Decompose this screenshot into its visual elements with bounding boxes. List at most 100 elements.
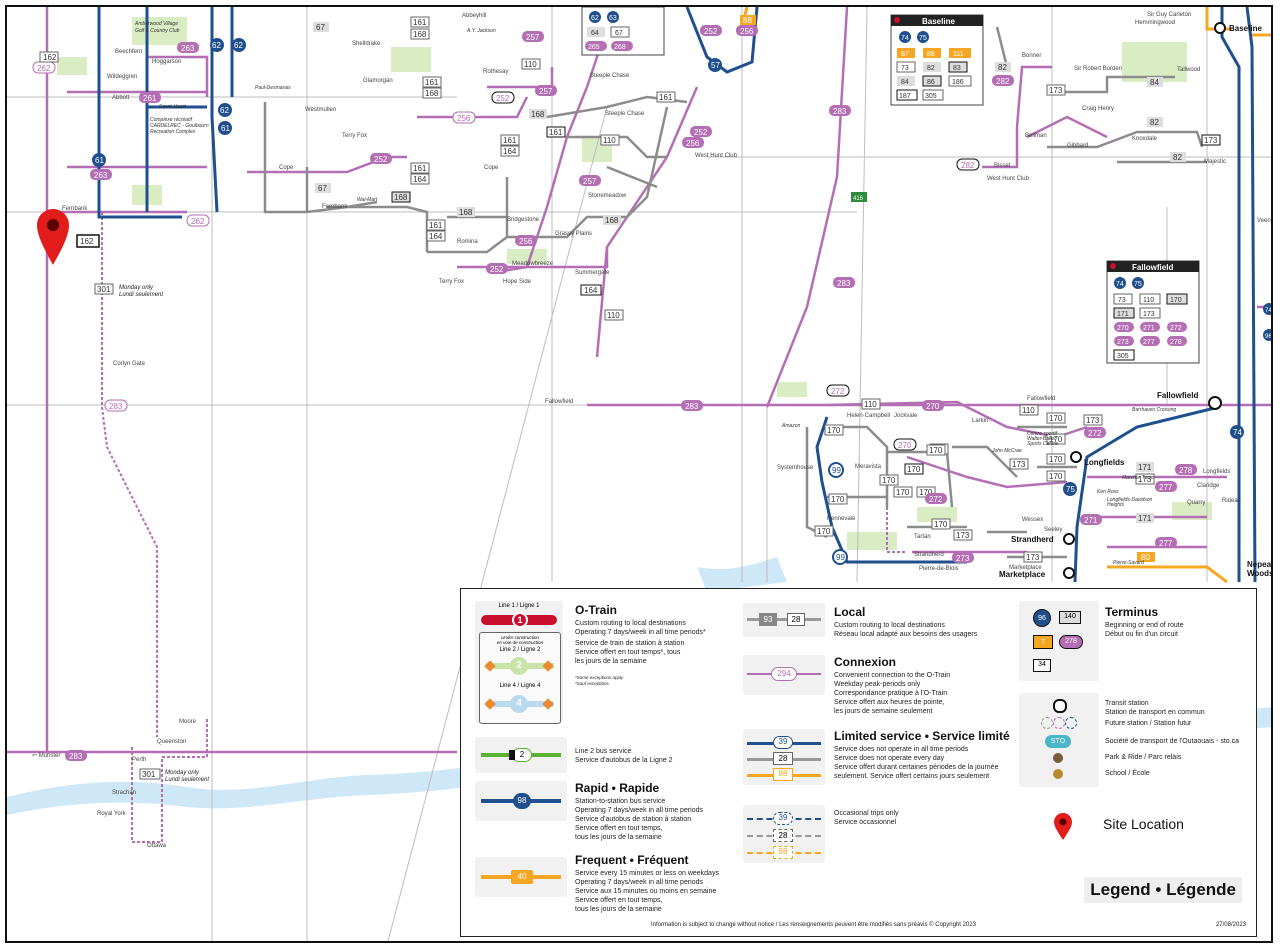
svg-text:Rideau: Rideau (1222, 498, 1241, 504)
route-box-168b: 168 (422, 87, 442, 99)
svg-text:Summergate: Summergate (575, 270, 610, 276)
svg-text:Majestic: Majestic (1204, 159, 1226, 165)
svg-text:170: 170 (831, 495, 845, 504)
limited-badge-frequent: 88 (773, 768, 793, 781)
svg-text:Cope: Cope (279, 165, 294, 171)
frequent-text: Service every 15 minutes or less on week… (575, 870, 719, 913)
station-label-nepean-woods: Nepea (1247, 560, 1272, 569)
svg-text:256: 256 (686, 139, 700, 148)
route-pill-262b: 262 (186, 214, 210, 227)
connexion-sample: 294 (743, 655, 825, 695)
route-pill-61b: 61 (92, 153, 106, 167)
route-pill-283e: 283 (681, 400, 703, 411)
route-box-164d: 164 (580, 284, 602, 296)
route-box-170j: 170 (926, 444, 946, 456)
svg-text:Longfields: Longfields (1203, 469, 1230, 475)
route-pill-61: 61 (218, 121, 232, 135)
svg-text:271: 271 (1143, 325, 1155, 332)
line2bus-sample: 2 (475, 737, 567, 773)
site-location-label: Site Location (1103, 816, 1184, 832)
svg-text:187: 187 (899, 93, 911, 100)
route-box-82c: 82 (1170, 152, 1186, 162)
highway-416-marker: 416 (851, 192, 867, 202)
route-pill-57: 57 (708, 58, 722, 72)
terminus-badge-connexion: 278 (1059, 635, 1083, 649)
svg-text:67: 67 (615, 30, 623, 37)
site-location-pin[interactable] (37, 209, 69, 265)
route-box-171: 171 (1136, 462, 1154, 472)
svg-text:57: 57 (711, 61, 720, 70)
route-pill-283d: 283 (833, 277, 855, 288)
otrain-text-fr: Service de train de station à station Se… (575, 640, 685, 665)
svg-text:Pierre-de-Blois: Pierre-de-Blois (919, 566, 959, 572)
route-box-84: 84 (1147, 77, 1163, 87)
svg-text:96: 96 (1265, 334, 1272, 340)
svg-text:168: 168 (605, 216, 619, 225)
route-box-168f: 168 (603, 215, 621, 225)
connexion-badge: 294 (771, 667, 797, 681)
route-box-170m: 170 (1046, 453, 1066, 465)
svg-text:Wildeggren: Wildeggren (107, 74, 137, 80)
local-badge-1: 93 (759, 613, 777, 626)
svg-text:272: 272 (1170, 325, 1182, 332)
svg-text:164: 164 (584, 286, 598, 295)
svg-text:Abbeyhill: Abbeyhill (462, 13, 486, 19)
route-box-162b: 162 (76, 234, 100, 248)
svg-text:168: 168 (531, 110, 545, 119)
svg-text:Westmullen: Westmullen (305, 107, 336, 113)
svg-text:Meravista: Meravista (855, 464, 882, 470)
line1-badge: 1 (512, 612, 528, 628)
svg-text:82: 82 (1173, 153, 1182, 162)
svg-text:252: 252 (704, 27, 718, 36)
svg-text:110: 110 (603, 136, 616, 145)
svg-text:168: 168 (413, 30, 427, 39)
svg-text:173: 173 (1204, 136, 1218, 145)
svg-text:Terry Fox: Terry Fox (342, 133, 367, 139)
svg-text:268: 268 (614, 44, 626, 51)
svg-text:Quarry: Quarry (1187, 500, 1205, 506)
svg-text:Longfields-Davidson: Longfields-Davidson (1107, 497, 1153, 503)
local-text: Custom routing to local destinations Rés… (834, 622, 978, 638)
svg-text:282: 282 (961, 161, 975, 170)
occasional-badge-frequent: 88 (773, 846, 793, 859)
svg-text:265: 265 (588, 44, 600, 51)
svg-text:170: 170 (882, 476, 896, 485)
svg-text:262: 262 (37, 64, 51, 73)
connexion-heading: Connexion (834, 655, 896, 669)
svg-text:170: 170 (919, 488, 933, 497)
svg-text:Bellman: Bellman (1025, 133, 1047, 139)
svg-text:75: 75 (919, 35, 927, 42)
route-box-301: 301 (94, 283, 114, 295)
rapid-routes (97, 7, 1257, 583)
svg-text:252: 252 (496, 94, 510, 103)
route-pill-99: 99 (828, 462, 844, 478)
legend-title: Legend • Légende (1084, 877, 1242, 903)
route-box-173d: 173 (1009, 458, 1029, 470)
svg-text:Sir Robert Borden: Sir Robert Borden (1074, 66, 1122, 72)
svg-text:Ottawa: Ottawa (147, 843, 167, 849)
svg-text:Beechfern: Beechfern (115, 49, 142, 55)
route-box-161b: 161 (422, 76, 442, 88)
fallowfield-routes-box[interactable]: Fallowfield 74 75 73 110 170 171 173 270… (1106, 260, 1200, 364)
svg-text:Sir Guy Carleton: Sir Guy Carleton (1147, 12, 1191, 18)
svg-text:170: 170 (1049, 435, 1063, 444)
baseline-routes-box[interactable]: Baseline 74 75 87 88 111 73 82 83 84 86 … (890, 14, 984, 106)
route-box-168c: 168 (529, 109, 547, 119)
svg-text:62: 62 (212, 41, 221, 50)
terminus-badge-frequent: 7 (1033, 635, 1053, 649)
svg-text:283: 283 (69, 752, 83, 761)
otrain-heading: O-Train (575, 603, 618, 617)
svg-text:Lundi seulement: Lundi seulement (119, 292, 163, 298)
svg-text:161: 161 (503, 136, 517, 145)
svg-text:272: 272 (1088, 429, 1102, 438)
svg-text:Woods: Woods (1247, 569, 1273, 578)
svg-text:Fernbank: Fernbank (62, 206, 88, 212)
route-box-170d: 170 (904, 463, 924, 475)
limited-badge-local: 28 (773, 752, 793, 765)
occasional-text: Occasional trips only Service occasionne… (834, 810, 899, 826)
svg-text:Amberwood Village: Amberwood Village (134, 21, 178, 27)
svg-text:272: 272 (831, 387, 845, 396)
svg-text:Perth: Perth (132, 757, 146, 763)
svg-text:Romina: Romina (457, 239, 478, 245)
svg-text:Golf & Country Club: Golf & Country Club (135, 28, 180, 34)
